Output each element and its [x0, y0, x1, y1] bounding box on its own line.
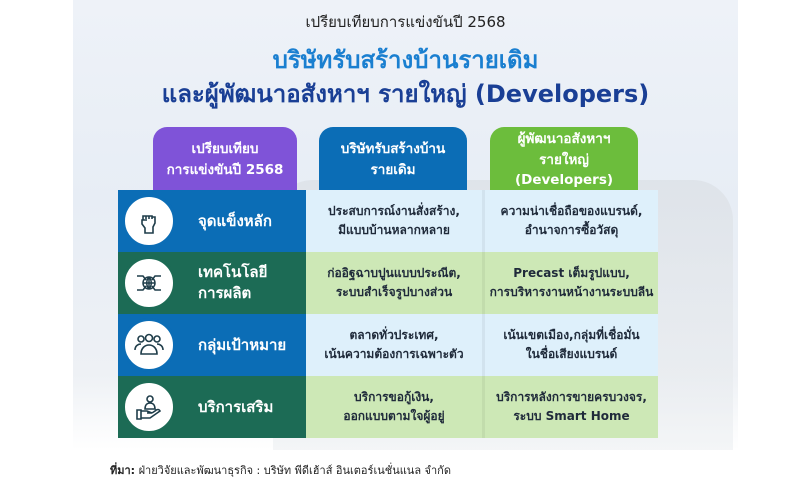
cell-builders: ตลาดทั่วประเทศ, เน้นความต้องการเฉพาะตัว [306, 314, 482, 376]
header-line: รายเดิม [370, 162, 416, 178]
cell-text: ออกแบบตามใจผู้อยู่ [343, 409, 445, 423]
circuit-globe-icon [122, 256, 176, 310]
header-compare: เปรียบเทียบการแข่งขันปี 2568 [153, 127, 297, 193]
header-line: การแข่งขันปี 2568 [166, 162, 284, 178]
cell-text: ระบบสำเร็จรูปบางส่วน [335, 285, 453, 299]
row-label-text: การผลิต [198, 284, 252, 302]
cell-text: เน้นเขตเมือง,กลุ่มที่เชื่อมั่น [503, 328, 640, 343]
source-label: ที่มา: [110, 464, 136, 477]
title-line-2: และผู้พัฒนาอสังหาฯ รายใหญ่ (Developers) [161, 80, 650, 108]
cell-text: บริการขอกู้เงิน, [354, 390, 434, 405]
cell-text: การบริหารงานหน้างานระบบลีน [489, 285, 654, 299]
row-services: บริการเสริม บริการขอกู้เงิน, ออกแบบตามใจผ… [118, 376, 658, 438]
row-label-text: จุดแข็งหลัก [198, 211, 272, 230]
header-line: ผู้พัฒนาอสังหาฯ [517, 130, 611, 147]
header-home-builders: บริษัทรับสร้างบ้านรายเดิม [319, 127, 467, 193]
cell-text: ตลาดทั่วประเทศ, [349, 328, 439, 343]
row-label-text: บริการเสริม [198, 397, 274, 416]
row-label-text: กลุ่มเป้าหมาย [198, 335, 287, 354]
people-group-icon [122, 318, 176, 372]
cell-text: เน้นความต้องการเฉพาะตัว [324, 347, 464, 361]
cell-text: บริการหลังการขายครบวงจร, [496, 390, 647, 405]
title-line-1: บริษัทรับสร้างบ้านรายเดิม [272, 46, 539, 74]
cell-text: ก่ออิฐฉาบปูนแบบประณีต, [327, 266, 461, 281]
header-line: รายใหญ่ (Developers) [514, 151, 614, 189]
cell-text: ความน่าเชื่อถือของแบรนด์, [500, 204, 643, 219]
cell-text: มีแบบบ้านหลากหลาย [338, 223, 450, 237]
cell-developers: บริการหลังการขายครบวงจร, ระบบ Smart Home [482, 376, 658, 438]
source-text: ฝ่ายวิจัยและพัฒนาธุรกิจ : บริษัท พีดีเฮ้… [135, 464, 451, 477]
row-strength: จุดแข็งหลัก ประสบการณ์งานสั่งสร้าง, มีแบบ… [118, 190, 658, 252]
hand-person-icon [122, 380, 176, 434]
cell-developers: Precast เต็มรูปแบบ, การบริหารงานหน้างานระ… [482, 252, 658, 314]
cell-builders: ประสบการณ์งานสั่งสร้าง, มีแบบบ้านหลากหลาย [306, 190, 482, 252]
cell-text: ประสบการณ์งานสั่งสร้าง, [328, 204, 460, 219]
cell-text: Precast เต็มรูปแบบ, [513, 266, 630, 281]
header-developers: ผู้พัฒนาอสังหาฯรายใหญ่ (Developers) [490, 127, 638, 193]
cell-builders: ก่ออิฐฉาบปูนแบบประณีต, ระบบสำเร็จรูปบางส่… [306, 252, 482, 314]
row-technology: เทคโนโลยีการผลิต ก่ออิฐฉาบปูนแบบประณีต, ร… [118, 252, 658, 314]
cell-text: ในชื่อเสียงแบรนด์ [525, 347, 618, 361]
source-note: ที่มา: ฝ่ายวิจัยและพัฒนาธุรกิจ : บริษัท … [110, 461, 451, 479]
cell-developers: เน้นเขตเมือง,กลุ่มที่เชื่อมั่นในชื่อเสีย… [482, 314, 658, 376]
cell-builders: บริการขอกู้เงิน, ออกแบบตามใจผู้อยู่ [306, 376, 482, 438]
row-target: กลุ่มเป้าหมาย ตลาดทั่วประเทศ, เน้นความต้อ… [118, 314, 658, 376]
fist-icon [122, 194, 176, 248]
cell-developers: ความน่าเชื่อถือของแบรนด์, อำนาจการซื้อวัส… [482, 190, 658, 252]
subtitle: เปรียบเทียบการแข่งขันปี 2568 [305, 13, 506, 31]
cell-text: อำนาจการซื้อวัสดุ [524, 223, 619, 237]
cell-text: ระบบ Smart Home [513, 409, 630, 423]
header-line: บริษัทรับสร้างบ้าน [340, 141, 446, 158]
row-label-text: เทคโนโลยี [198, 263, 268, 281]
header-line: เปรียบเทียบ [191, 141, 259, 158]
